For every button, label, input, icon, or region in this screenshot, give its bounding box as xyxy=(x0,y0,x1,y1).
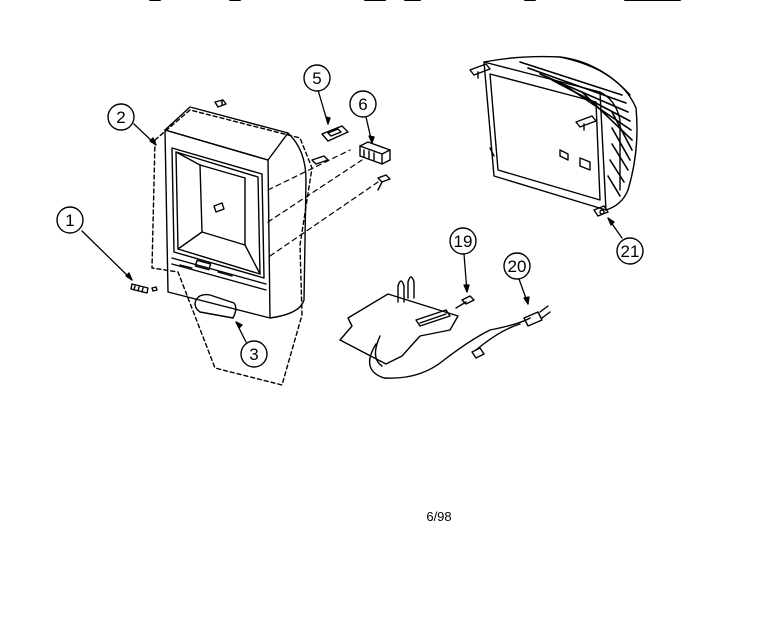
callout-20: 20 xyxy=(503,252,531,280)
picture-tube xyxy=(470,57,637,216)
callout-5-label: 5 xyxy=(312,69,321,88)
callout-6: 6 xyxy=(349,90,377,118)
callout-19: 19 xyxy=(449,227,477,255)
assembly-dashed-lines xyxy=(267,149,379,257)
callout-21: 21 xyxy=(616,237,644,265)
callout-20-label: 20 xyxy=(508,257,527,276)
callout-3-label: 3 xyxy=(249,345,258,364)
callout-3: 3 xyxy=(240,340,268,368)
callout-6-label: 6 xyxy=(358,95,367,114)
main-chassis-board xyxy=(340,277,530,378)
callout-1: 1 xyxy=(56,206,84,234)
screw-part xyxy=(131,284,148,293)
callout-5: 5 xyxy=(303,64,331,92)
connector-block-part xyxy=(360,142,390,190)
callout-19-label: 19 xyxy=(454,232,473,251)
callout-21-label: 21 xyxy=(621,242,640,261)
callout-2: 2 xyxy=(107,103,135,131)
bracket-clip-part xyxy=(312,126,348,164)
power-cord xyxy=(472,306,550,358)
callout-leaders xyxy=(81,89,623,343)
front-cabinet xyxy=(152,100,312,385)
page-code: 6/98 xyxy=(426,509,451,524)
callout-2-label: 2 xyxy=(116,108,125,127)
callout-1-label: 1 xyxy=(65,211,74,230)
cabinet-group-outline xyxy=(152,110,312,385)
front-door-panel xyxy=(195,295,236,318)
